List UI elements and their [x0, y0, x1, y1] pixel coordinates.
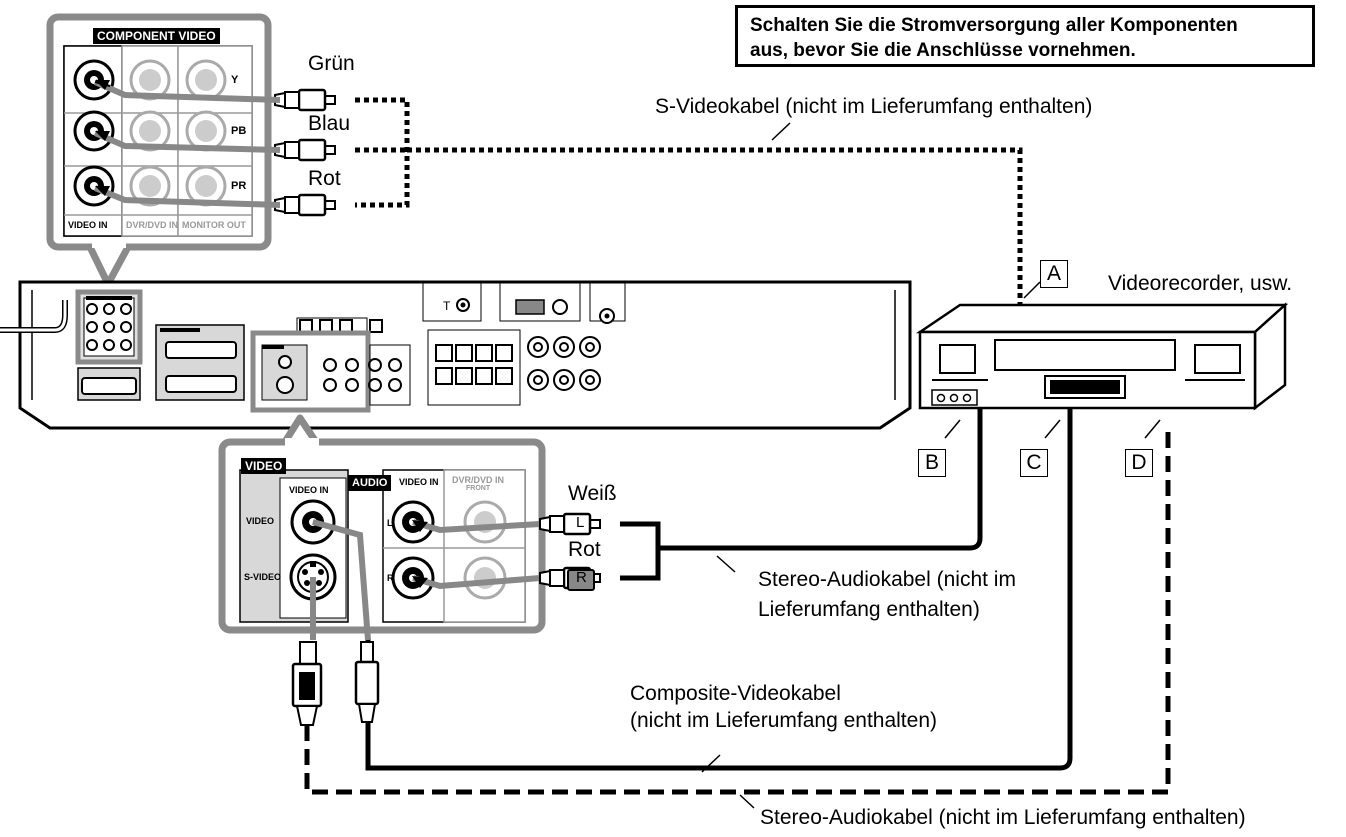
component-dotted-bundle [355, 97, 410, 208]
component-footer-dvr-in: DVR/DVD IN [126, 220, 179, 230]
component-row-y: Y [231, 74, 239, 86]
svideo-plug [291, 641, 323, 726]
vcr-label: Videorecorder, usw. [1108, 272, 1293, 295]
audio-panel-title: AUDIO [348, 475, 392, 491]
label-gruen: Grün [308, 52, 355, 75]
dvr-front-label-1: DVR/DVD IN [452, 475, 505, 485]
label-weiss: Weiß [568, 482, 617, 505]
warning-line-2: aus, bevor Sie die Anschlüsse vornehmen. [750, 39, 1136, 61]
svideo-label-leader [771, 122, 791, 141]
stereo-audio-bottom-label: Stereo-Audiokabel (nicht im Lieferumfang… [760, 806, 1246, 829]
receiver-rear-panel: T [0, 280, 912, 430]
connector-b: B [918, 449, 946, 477]
video-label: VIDEO [246, 516, 275, 526]
composite-label-line-1: Composite-Videokabel [630, 682, 841, 705]
stereo-audio-cable-dashed [304, 430, 1171, 795]
composite-plug [354, 641, 380, 723]
connector-a: A [1040, 260, 1068, 288]
component-row-pr: PR [231, 180, 247, 192]
warning-box: Schalten Sie die Stromversorgung aller K… [735, 5, 1315, 67]
warning-line-1: Schalten Sie die Stromversorgung aller K… [750, 15, 1238, 36]
video-panel-title: VIDEO [241, 458, 287, 474]
component-footer-video-in: VIDEO IN [68, 220, 108, 230]
plug-letter-l: L [576, 514, 585, 531]
audio-right-label: R [387, 573, 394, 583]
svideo-cable [407, 147, 1023, 305]
component-footer-monitor-out: MONITOR OUT [182, 220, 246, 230]
audio-video-in-label: VIDEO IN [399, 477, 439, 487]
composite-label-line-2: (nicht im Lieferumfang enthalten) [630, 709, 937, 732]
dvr-front-label-2: FRONT [466, 485, 491, 492]
vcr-device [915, 302, 1289, 411]
component-row-pb: PB [231, 125, 247, 137]
label-rot-top: Rot [308, 167, 341, 190]
svideo-label: S-VIDEO [244, 572, 282, 582]
label-blau: Blau [308, 112, 351, 135]
stereo-audio-label-line-1: Stereo-Audiokabel (nicht im [758, 568, 1016, 591]
audio-left-label: L [387, 518, 393, 528]
stereo-audio-label-line-2: Lieferumfang enthalten) [758, 598, 980, 621]
component-panel-pointer [86, 245, 132, 288]
svideo-cable-label: S-Videokabel (nicht im Lieferumfang enth… [655, 95, 1093, 118]
connector-c: C [1020, 449, 1048, 477]
label-rot-audio: Rot [568, 538, 601, 561]
component-video-title: COMPONENT VIDEO [93, 28, 220, 44]
stereo-audio-cable [620, 521, 661, 581]
connector-d: D [1125, 449, 1153, 477]
svg-text:T: T [443, 299, 451, 313]
video-in-label: VIDEO IN [289, 485, 329, 495]
plug-letter-r: R [576, 569, 587, 586]
